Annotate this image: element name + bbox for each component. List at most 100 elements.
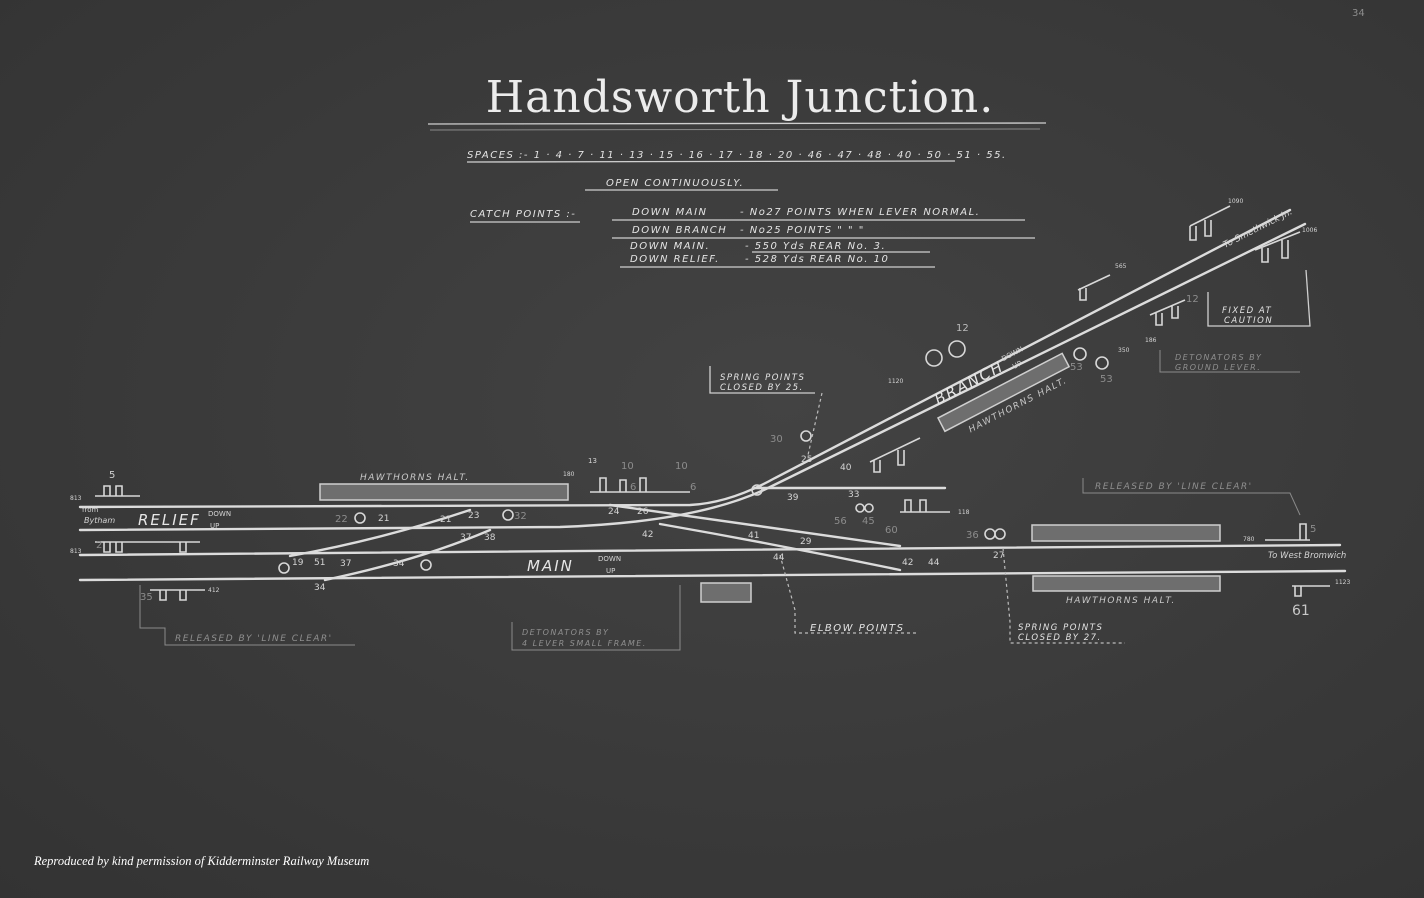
to-west-bromwich-label: To West Bromwich xyxy=(1268,551,1346,561)
signal-icon xyxy=(590,477,690,493)
lever-number: 27 xyxy=(993,551,1004,561)
elbow-points-label: ELBOW POINTS xyxy=(810,623,904,634)
crossover-left-1 xyxy=(288,508,472,558)
lever-number: 40 xyxy=(840,463,852,473)
elbow-leader xyxy=(779,554,918,634)
lever-number: 38 xyxy=(484,533,496,543)
catch-detail-4: - 528 Yds REAR No. 10 xyxy=(745,254,889,265)
crossover-left-2 xyxy=(323,528,492,582)
lever-number: 12 xyxy=(1186,294,1199,305)
platform-hawthorns-left xyxy=(319,483,569,501)
title-underline xyxy=(427,122,1047,125)
disc-signal-icon xyxy=(1095,356,1109,370)
catch-detail-3: - 550 Yds REAR No. 3. xyxy=(745,241,886,252)
signal-icon xyxy=(1189,205,1231,241)
signal-icon xyxy=(95,485,140,497)
platform-hawthorns-right-down xyxy=(1032,575,1221,592)
page-number: 34 xyxy=(1352,8,1365,19)
lever-number: 13 xyxy=(588,457,597,465)
ground-signal-icon xyxy=(800,430,812,442)
lever-number: 61 xyxy=(1292,603,1310,619)
signal-icon xyxy=(900,499,950,513)
branch-up-label: UP xyxy=(1011,359,1023,370)
detonators-frame-line2: 4 LEVER SMALL FRAME. xyxy=(522,639,647,648)
lever-number: 51 xyxy=(314,558,325,568)
catch-points-label: CATCH POINTS :- xyxy=(470,209,576,220)
relief-down-label: DOWN xyxy=(208,510,231,518)
fixed-caution-line2: CAUTION xyxy=(1224,316,1273,326)
lever-number: 2 xyxy=(96,540,102,551)
lever-number: 22 xyxy=(335,514,348,525)
distance-label: 186 xyxy=(1145,337,1157,344)
title-underline-2 xyxy=(429,128,1041,131)
lever-number: 35 xyxy=(140,592,153,603)
disc-signal-icon xyxy=(925,349,943,367)
signal-icon xyxy=(869,437,921,473)
detonators-frame-line1: DETONATORS BY xyxy=(522,628,609,637)
fixed-caution-box xyxy=(1207,269,1311,327)
lever-number: 19 xyxy=(292,558,304,568)
signal-icon xyxy=(1149,299,1186,326)
released-right-box xyxy=(1082,478,1301,516)
lever-number: 37 xyxy=(460,533,471,543)
lever-number: 6 xyxy=(690,482,696,493)
ground-signal-icon xyxy=(278,562,290,574)
lever-number: 53 xyxy=(1070,362,1083,373)
detonators-ground-line1: DETONATORS BY xyxy=(1175,353,1262,362)
crossover-relief-main-1 xyxy=(608,503,902,548)
lever-number: 36 xyxy=(966,530,979,541)
lever-number: 44 xyxy=(773,553,785,563)
lever-number: 21 xyxy=(378,514,389,524)
relief-label: RELIEF xyxy=(138,511,201,529)
platform-right-label: HAWTHORNS HALT. xyxy=(1066,596,1176,606)
spring25-box xyxy=(709,366,815,394)
lever-number: 33 xyxy=(848,490,859,500)
lever-number: 12 xyxy=(956,323,969,334)
signal-icon xyxy=(1265,523,1310,541)
distance-label: 780 xyxy=(1243,536,1255,543)
distance-label: 565 xyxy=(1115,263,1127,270)
distance-label: 1120 xyxy=(888,378,903,385)
fixed-caution-line1: FIXED AT xyxy=(1222,306,1272,316)
distance-label: 118 xyxy=(958,509,970,516)
distance-label: 1090 xyxy=(1228,198,1243,205)
spaces-note: SPACES :- 1 · 4 · 7 · 11 · 13 · 15 · 16 … xyxy=(467,150,1007,161)
distance-label: 180 xyxy=(563,471,575,478)
platform-hawthorns-right-up xyxy=(1031,524,1221,542)
signals xyxy=(95,205,1330,601)
detonators-ground-line2: GROUND LEVER. xyxy=(1175,363,1261,372)
lever-number: 34 xyxy=(393,559,405,569)
from-label: from xyxy=(82,506,98,514)
disc-signal-icon xyxy=(948,340,966,358)
lever-number: 45 xyxy=(862,516,875,527)
ground-signal-icon xyxy=(420,559,432,571)
lever-number: 42 xyxy=(902,558,913,568)
diagram-title: Handsworth Junction. xyxy=(486,72,994,123)
ground-signal-icon xyxy=(864,503,874,513)
spring27-line1: SPRING POINTS xyxy=(1018,623,1103,633)
lever-number: 5 xyxy=(109,470,115,481)
ground-signal-icon xyxy=(751,484,763,496)
signal-icon xyxy=(1077,274,1111,301)
lever-number: 10 xyxy=(675,461,688,472)
notes-block: SPACES :- 1 · 4 · 7 · 11 · 13 · 15 · 16 … xyxy=(466,150,1035,268)
track-main-down xyxy=(78,543,1342,557)
lever-number: 41 xyxy=(748,531,759,541)
distance-label: 412 xyxy=(208,587,220,594)
signal-icon xyxy=(1292,585,1330,597)
track-main-up xyxy=(78,569,1347,582)
released-right-label: RELEASED BY 'LINE CLEAR' xyxy=(1095,482,1253,492)
lever-number: 30 xyxy=(770,434,783,445)
crossover-relief-main-2 xyxy=(658,522,902,572)
spring27-leader xyxy=(1002,547,1125,644)
permission-caption: Reproduced by kind permission of Kidderm… xyxy=(33,854,369,868)
lever-number: 53 xyxy=(1100,374,1113,385)
lever-number: 56 xyxy=(834,516,847,527)
catch-line-3: DOWN MAIN. xyxy=(630,241,710,252)
catch-line-2: DOWN BRANCH xyxy=(632,225,727,236)
disc-signal-icon xyxy=(1073,347,1087,361)
catch-line-4: DOWN RELIEF. xyxy=(630,254,720,265)
spaces-underline xyxy=(466,160,956,163)
platform-hawthorns-branch xyxy=(936,352,1071,433)
